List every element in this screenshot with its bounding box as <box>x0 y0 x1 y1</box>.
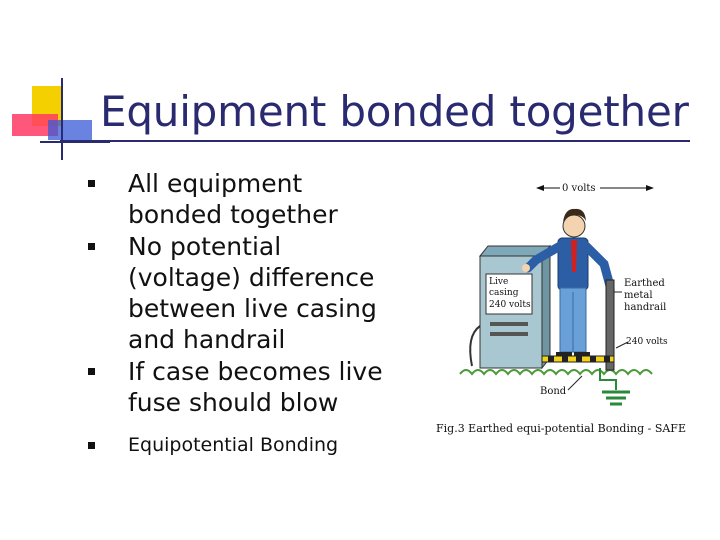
bond-label: Bond <box>540 386 567 397</box>
bullet-text: Equipotential Bonding <box>128 434 339 456</box>
bullet-marker <box>88 442 95 449</box>
handrail-pole <box>605 279 615 371</box>
deco-blue-square <box>48 120 92 140</box>
cabinet-slot <box>490 332 528 336</box>
slide-title: Equipment bonded together <box>100 87 689 136</box>
bonding-stripe <box>590 356 596 362</box>
person-left-hand <box>522 264 530 272</box>
cable <box>469 325 481 367</box>
bond-pointer <box>567 375 583 391</box>
handrail-label-line3: handrail <box>624 302 666 313</box>
handrail-voltage-pointer <box>615 341 629 349</box>
figure-caption: Fig.3 Earthed equi-potential Bonding - S… <box>436 422 686 435</box>
handrail-label-line1: Earthed <box>624 278 665 289</box>
bullet-text: If case becomes live fuse should blow <box>128 357 383 417</box>
bullet-list: All equipment bonded together No potenti… <box>88 168 388 459</box>
deco-red-square <box>12 114 58 136</box>
bonding-stripe <box>576 356 582 362</box>
bullet-text: All equipment bonded together <box>128 169 338 229</box>
cabinet-panel <box>485 273 533 315</box>
top-label-bg <box>560 181 600 195</box>
title-underline <box>60 140 690 142</box>
person-hair <box>563 208 586 222</box>
earth-conductor <box>599 368 617 390</box>
bullet-item: Equipotential Bonding <box>88 432 388 458</box>
arrow-right-head <box>646 185 654 191</box>
bullet-item: If case becomes live fuse should blow <box>88 356 388 418</box>
bullet-text: No potential (voltage) difference betwee… <box>128 232 377 354</box>
person-head <box>562 214 586 238</box>
handrail-label-line2: metal <box>624 290 653 301</box>
person-left-arm <box>523 241 565 273</box>
bullet-item: All equipment bonded together <box>88 168 388 230</box>
handrail-voltage-label: 240 volts <box>626 337 668 347</box>
bonding-stripe <box>548 356 554 362</box>
cabinet-slot <box>490 322 528 326</box>
bonding-illustration: 0 volts Live casing 240 volts Earthed me… <box>436 181 686 435</box>
person-shoe-right <box>574 352 590 358</box>
live-casing-label-line2: casing <box>489 288 519 298</box>
live-casing-label-line3: 240 volts <box>489 300 531 310</box>
grass <box>459 369 653 376</box>
top-voltage-label: 0 volts <box>562 183 596 194</box>
bullet-marker <box>88 243 95 250</box>
bullet-marker <box>88 180 95 187</box>
title-decoration <box>12 78 110 160</box>
person-tie <box>571 240 577 272</box>
arrow-left-head <box>536 185 544 191</box>
cabinet-side <box>541 244 551 370</box>
bullet-item: No potential (voltage) difference betwee… <box>88 231 388 355</box>
person-right-arm <box>581 241 615 291</box>
bonding-stripe <box>562 356 568 362</box>
live-casing-label-line1: Live <box>489 277 508 287</box>
bullet-marker <box>88 368 95 375</box>
person-shoe-left <box>556 352 572 358</box>
bonding-stripe <box>604 356 610 362</box>
